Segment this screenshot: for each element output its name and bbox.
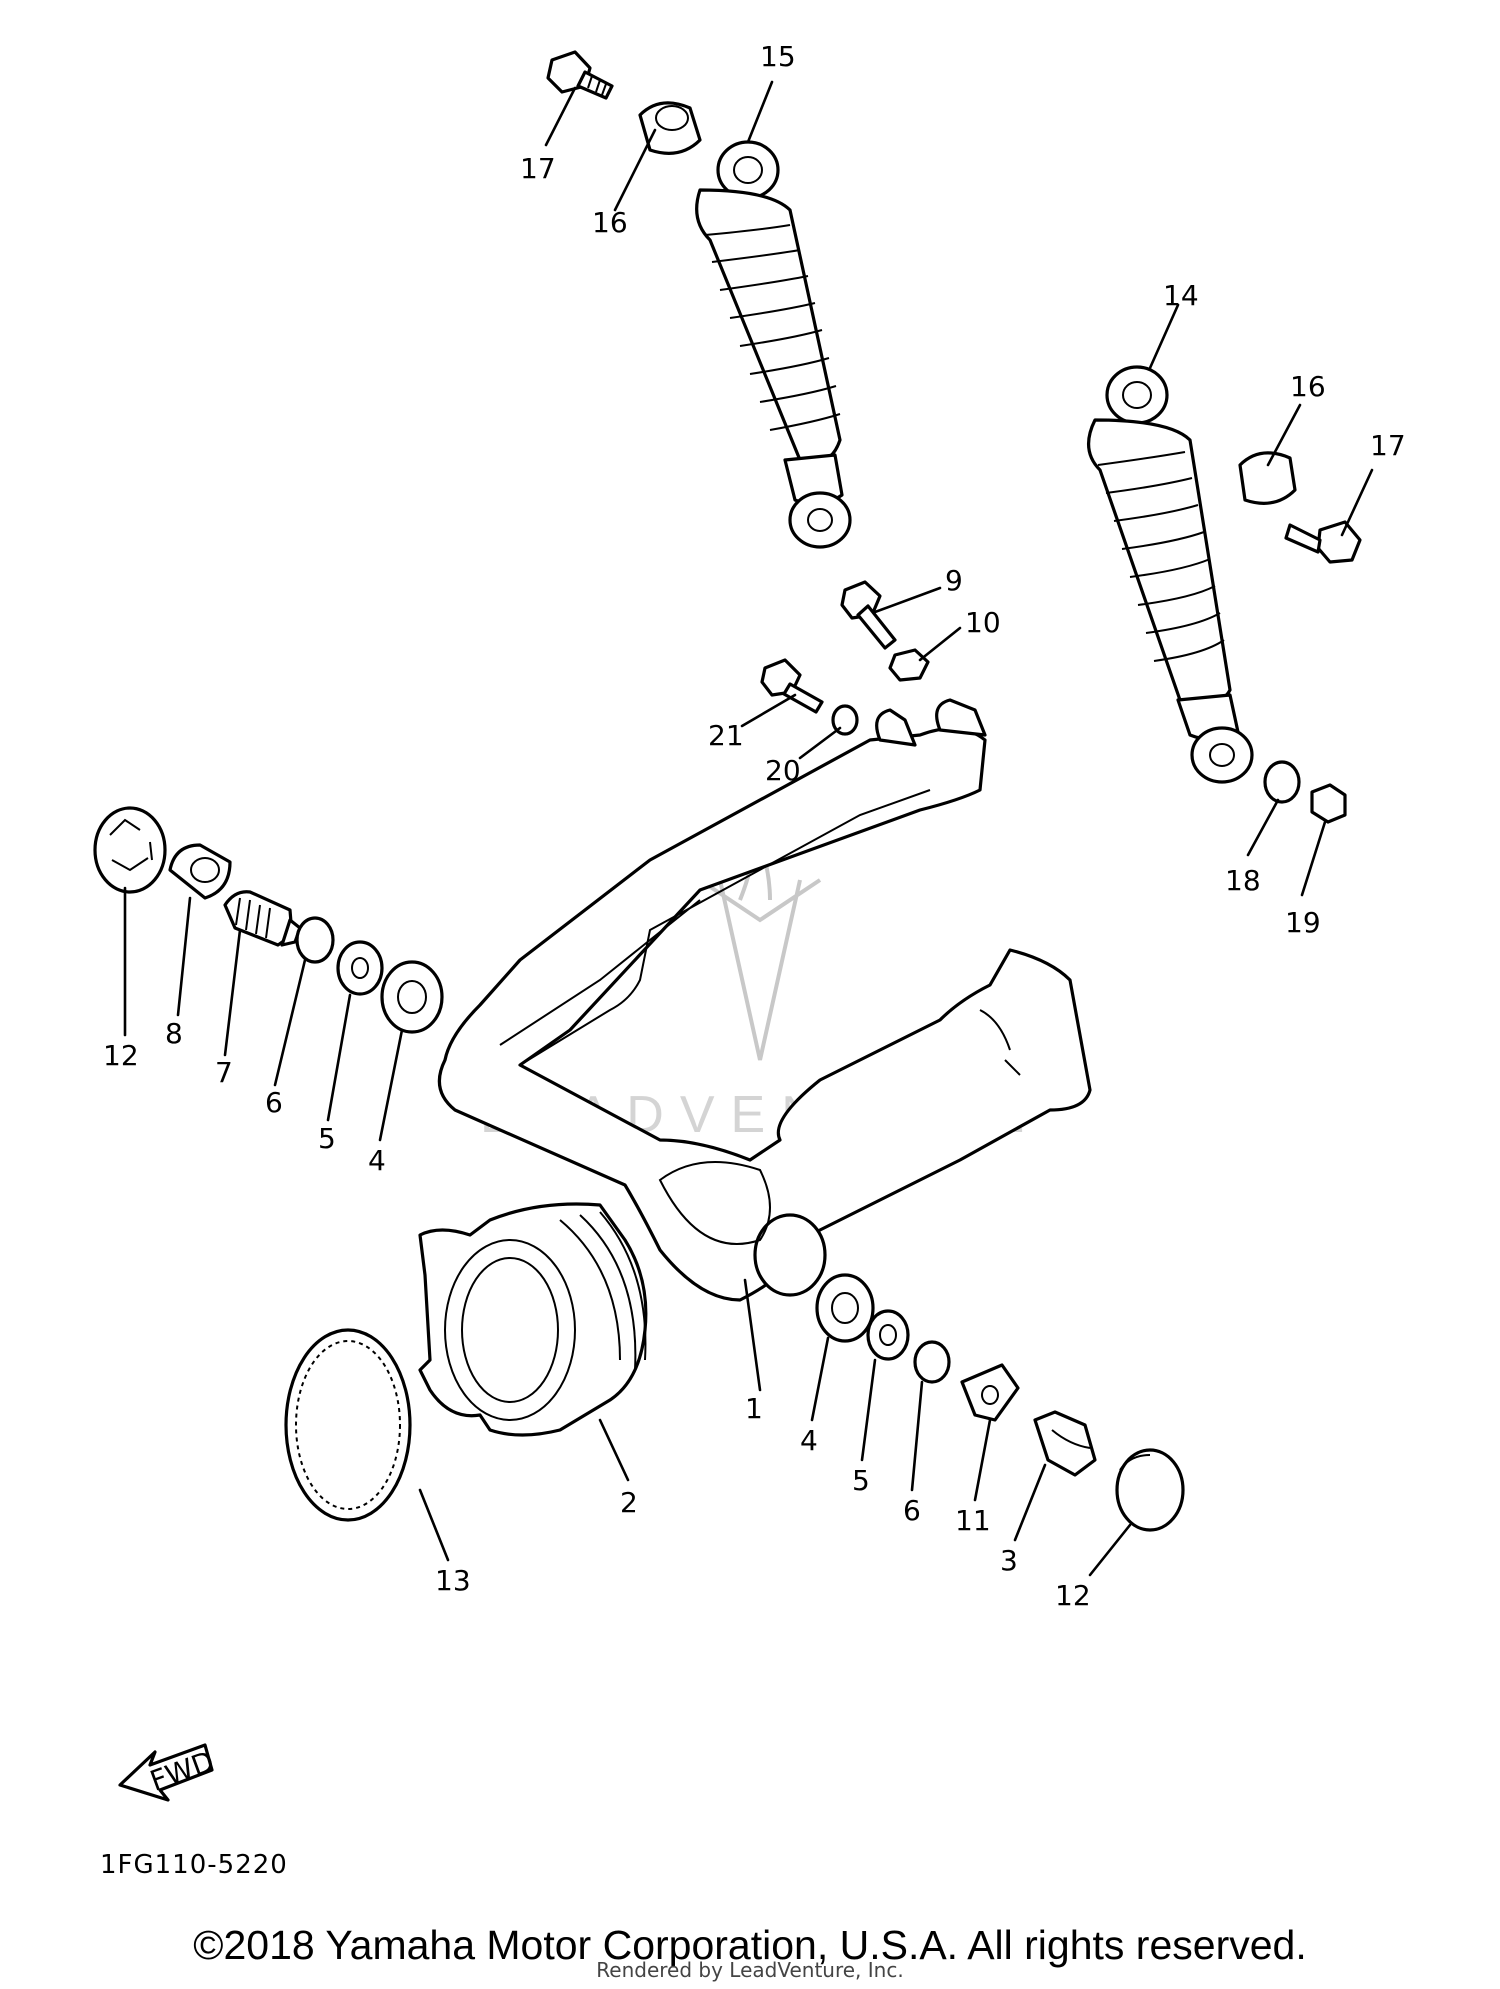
diagram-code: 1FG110-5220 <box>100 1850 288 1880</box>
callout-21: 21 <box>708 719 744 752</box>
copyright-notice: ©2018 Yamaha Motor Corporation, U.S.A. A… <box>193 1922 1307 1968</box>
callout-17-top: 17 <box>520 152 556 185</box>
callout-5-right: 5 <box>852 1464 870 1497</box>
bearing-4-left <box>380 960 444 1034</box>
callout-2: 2 <box>620 1486 638 1519</box>
callout-15: 15 <box>760 40 796 73</box>
callout-5-left: 5 <box>318 1122 336 1155</box>
bolt-17-top <box>546 50 614 100</box>
ring-13 <box>284 1328 412 1522</box>
leader-lines <box>123 80 1374 1577</box>
callout-16-top: 16 <box>592 206 628 239</box>
callout-8: 8 <box>165 1017 183 1050</box>
swingarm-1 <box>437 698 1092 1302</box>
plate-11 <box>960 1363 1020 1422</box>
washer-20 <box>831 704 859 736</box>
washer-5-right <box>866 1309 910 1361</box>
callout-11: 11 <box>955 1504 991 1537</box>
callout-14: 14 <box>1163 279 1199 312</box>
callout-4-left: 4 <box>368 1144 386 1177</box>
callout-labels: 1 2 3 4 4 5 5 6 6 7 8 9 10 11 12 12 13 1… <box>103 40 1406 1612</box>
callout-16-right: 16 <box>1290 370 1326 403</box>
shock-absorber-15 <box>695 140 852 549</box>
rendered-by-credit: Rendered by LeadVenture, Inc. <box>596 1958 904 1982</box>
callout-9: 9 <box>945 564 963 597</box>
callout-17-right: 17 <box>1370 429 1406 462</box>
callout-7: 7 <box>215 1056 233 1089</box>
cap-12-right <box>1115 1448 1185 1532</box>
collar-8 <box>168 843 232 900</box>
bushing-16-right <box>1238 451 1297 505</box>
bolt-9 <box>840 580 897 650</box>
spacer-6-left <box>295 916 335 964</box>
bolt-21 <box>760 658 824 714</box>
bearing-4-right <box>815 1273 875 1343</box>
callout-18: 18 <box>1225 864 1261 897</box>
bolt-17-right <box>1284 520 1362 564</box>
fwd-arrow-icon: FWD <box>118 1743 218 1802</box>
pivot-shaft-3 <box>1033 1410 1097 1477</box>
bushing-16-top <box>638 101 702 155</box>
callout-10: 10 <box>965 606 1001 639</box>
callout-6-right: 6 <box>903 1494 921 1527</box>
nut-19 <box>1310 783 1347 824</box>
nut-10 <box>888 648 930 682</box>
callout-19: 19 <box>1285 906 1321 939</box>
boot-2 <box>418 1202 648 1437</box>
washer-5-left <box>336 940 384 996</box>
callout-12-right: 12 <box>1055 1579 1091 1612</box>
callout-6-left: 6 <box>265 1086 283 1119</box>
callout-1: 1 <box>745 1392 763 1425</box>
washer-18 <box>1263 760 1301 804</box>
spacer-6-right <box>913 1340 951 1384</box>
callout-13: 13 <box>435 1564 471 1597</box>
callout-4-right: 4 <box>800 1424 818 1457</box>
callout-12-left: 12 <box>103 1039 139 1072</box>
callout-20: 20 <box>765 754 801 787</box>
pivot-shaft-7 <box>223 890 302 947</box>
shock-absorber-14 <box>1087 365 1254 784</box>
cap-12-left <box>93 806 167 894</box>
callout-3: 3 <box>1000 1544 1018 1577</box>
